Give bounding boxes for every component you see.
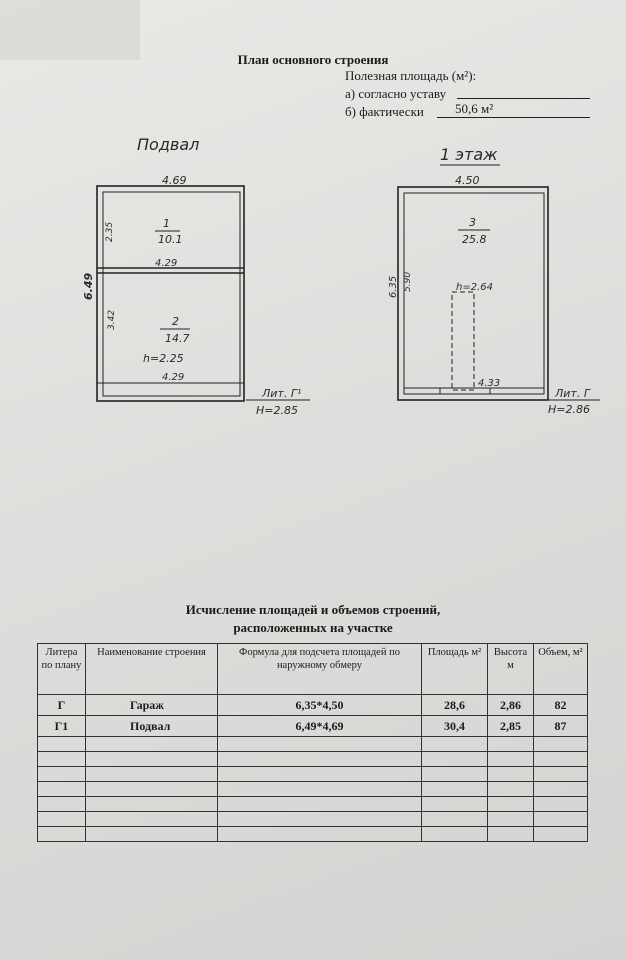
floor1-inner xyxy=(403,192,545,395)
table-row-empty xyxy=(37,796,588,812)
basement-inner xyxy=(102,191,241,397)
row-volume: 82 xyxy=(533,694,588,716)
row-name: Гараж xyxy=(85,694,218,716)
area-b-label: б) фактически xyxy=(345,104,424,119)
basement-width-top: 4.69 xyxy=(162,174,187,187)
basement-total-height: 6.49 xyxy=(82,273,95,300)
table-row-empty xyxy=(37,826,588,842)
basement-room2-area: 14.7 xyxy=(165,332,190,345)
basement-room1-height: 2.35 xyxy=(105,222,115,242)
basement-H: H=2.85 xyxy=(256,404,298,417)
calc-title-line1: Исчисление площадей и объемов строений, xyxy=(185,602,441,617)
table-row: Г1 Подвал 6,49*4,69 30,4 2,85 87 xyxy=(37,715,588,737)
basement-bottom-width: 4.29 xyxy=(162,372,184,383)
table-row-empty xyxy=(37,766,588,782)
floor1-lit: Лит. Г xyxy=(554,387,591,400)
header-volume: Объем, м² xyxy=(533,643,588,695)
basement-room2-num: 2 xyxy=(172,315,179,328)
row-name: Подвал xyxy=(85,715,218,737)
calc-table: Литера по плану Наименование строения Фо… xyxy=(37,643,588,842)
basement-outline xyxy=(96,185,245,402)
row-litera: Г xyxy=(37,694,86,716)
corner-shadow xyxy=(0,0,140,60)
row-height: 2,86 xyxy=(487,694,534,716)
table-row-empty xyxy=(37,811,588,827)
floor1-bottom-width: 4.33 xyxy=(478,378,500,389)
header-name: Наименование строения xyxy=(85,643,218,695)
row-area: 30,4 xyxy=(421,715,488,737)
floor1-outline xyxy=(397,186,549,401)
table-row-empty xyxy=(37,751,588,767)
floor1-H: H=2.86 xyxy=(548,403,590,416)
row-volume: 87 xyxy=(533,715,588,737)
basement-inner-height: h=2.25 xyxy=(143,352,184,365)
calc-header-row: Литера по плану Наименование строения Фо… xyxy=(37,643,588,695)
floor1-room-num: 3 xyxy=(469,216,476,229)
row-litera: Г1 xyxy=(37,715,86,737)
header-litera: Литера по плану xyxy=(37,643,86,695)
header-height: Высота м xyxy=(487,643,534,695)
floor1-room-area: 25.8 xyxy=(462,233,487,246)
floor1-inner-height-dim: 5.90 xyxy=(403,272,413,292)
floor1-pit xyxy=(451,291,475,391)
header-formula: Формула для подсчета площадей по наружно… xyxy=(217,643,422,695)
header-area: Площадь м² xyxy=(421,643,488,695)
floor1-label: 1 этаж xyxy=(440,145,498,164)
area-heading: Полезная площадь (м²): xyxy=(345,68,477,83)
row-area: 28,6 xyxy=(421,694,488,716)
table-row-empty xyxy=(37,781,588,797)
basement-mid-width: 4.29 xyxy=(155,258,177,269)
basement-room1-num: 1 xyxy=(163,217,170,230)
basement-room2-height: 3.42 xyxy=(107,310,117,330)
calc-title-line2: расположенных на участке xyxy=(233,620,393,635)
floor-plan-drawings: Подвал 4.69 6.49 2.35 1 10.1 4.29 3.42 2… xyxy=(82,135,600,417)
table-row-empty xyxy=(37,736,588,752)
area-a-label: а) согласно уставу xyxy=(345,86,447,101)
row-formula: 6,35*4,50 xyxy=(217,694,422,716)
basement-label: Подвал xyxy=(137,135,199,154)
basement-room1-area: 10.1 xyxy=(158,233,183,246)
basement-lit: Лит. Г¹ xyxy=(261,387,301,400)
floor1-width-top: 4.50 xyxy=(455,174,480,187)
plan-title: План основного строения xyxy=(237,52,389,67)
floor1-inner-h: h=2.64 xyxy=(456,282,493,293)
floor1-outer-height: 6.35 xyxy=(388,276,399,298)
area-a-line xyxy=(457,98,590,99)
area-b-line xyxy=(437,117,590,118)
row-formula: 6,49*4,69 xyxy=(217,715,422,737)
table-row: Г Гараж 6,35*4,50 28,6 2,86 82 xyxy=(37,694,588,716)
area-b-value: 50,6 м² xyxy=(455,101,494,116)
row-height: 2,85 xyxy=(487,715,534,737)
